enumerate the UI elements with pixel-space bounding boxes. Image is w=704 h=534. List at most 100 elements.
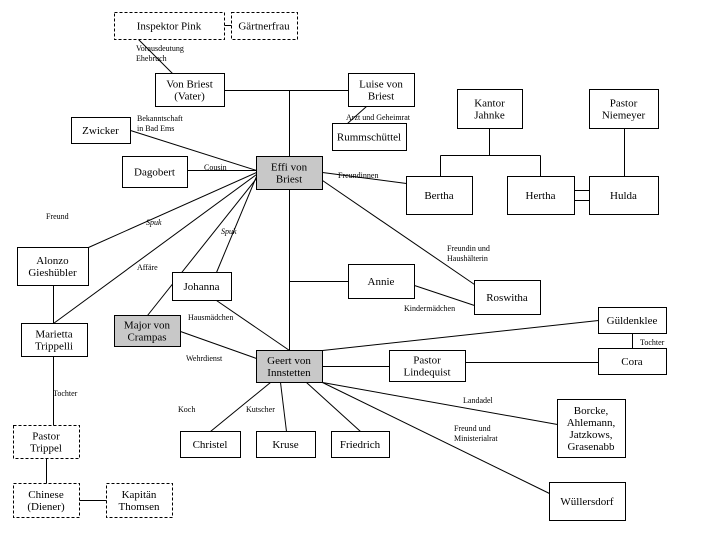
label-kindermaedchen: Kindermädchen <box>404 304 455 313</box>
node-box <box>71 117 131 144</box>
label-tochter-cora: Tochter <box>640 338 665 347</box>
node-box <box>557 399 626 458</box>
node-box <box>598 307 667 334</box>
relation-label: Wehrdienst <box>186 354 223 363</box>
label-kutscher: Kutscher <box>246 405 275 414</box>
node-box <box>155 73 225 107</box>
node-roswitha: Roswitha <box>474 280 541 315</box>
label-wehrdienst: Wehrdienst <box>186 354 223 363</box>
node-box <box>256 431 316 458</box>
relation-label: Freund und <box>454 424 491 433</box>
node-label: Pastor <box>413 355 441 367</box>
node-zwicker: Zwicker <box>71 117 131 144</box>
node-hulda: Hulda <box>589 176 659 215</box>
relation-label: Arzt und Geheimrat <box>346 113 411 122</box>
node-box <box>598 348 667 375</box>
node-cora: Cora <box>598 348 667 375</box>
connection-line <box>322 382 550 494</box>
node-label: Trippel <box>30 443 62 455</box>
node-label: Borcke, <box>574 405 609 417</box>
node-box <box>17 247 89 286</box>
node-box <box>106 483 173 518</box>
connection-line <box>88 172 257 248</box>
node-box <box>331 431 390 458</box>
connection-line <box>53 174 257 324</box>
connection-line <box>306 382 361 432</box>
connection-line <box>180 331 257 359</box>
node-label: Johanna <box>183 281 219 293</box>
node-label: Luise von <box>359 79 403 91</box>
node-box <box>348 73 415 107</box>
node-label: Briest <box>368 91 394 103</box>
connection-line <box>414 285 475 306</box>
relation-label: Ministerialrat <box>454 434 498 443</box>
connection-line <box>130 130 257 171</box>
connection-line <box>147 178 257 316</box>
relation-label: Hausmädchen <box>188 313 233 322</box>
node-label: Geert von <box>267 355 311 367</box>
node-label: Grasenabb <box>567 441 615 453</box>
node-wuellersdorf: Wüllersdorf <box>549 482 626 521</box>
relation-label: Freundin und <box>447 244 490 253</box>
label-tochter-marietta: Tochter <box>53 389 78 398</box>
node-dagobert: Dagobert <box>122 156 188 188</box>
node-box <box>332 123 407 151</box>
connection-line <box>347 106 367 124</box>
node-label: Cora <box>621 356 643 368</box>
label-hausmaedchen: Hausmädchen <box>188 313 233 322</box>
node-annie: Annie <box>348 264 415 299</box>
node-box <box>114 12 225 40</box>
node-label: Kapitän <box>122 489 157 501</box>
node-label: Dagobert <box>134 167 175 179</box>
node-label: Niemeyer <box>602 110 646 122</box>
node-label: Marietta <box>35 329 72 341</box>
node-label: Alonzo <box>36 255 69 267</box>
relation-label: in Bad Ems <box>137 124 174 133</box>
node-label: Roswitha <box>486 292 528 304</box>
node-box <box>256 350 323 383</box>
relation-label: Kindermädchen <box>404 304 455 313</box>
node-box <box>348 264 415 299</box>
relation-label: Freundinnen <box>338 171 378 180</box>
node-chinese-diener: Chinese(Diener) <box>13 483 80 518</box>
node-label: Hertha <box>526 190 556 202</box>
node-label: Gieshübler <box>28 267 77 279</box>
relation-label: Vorausdeutung <box>136 44 184 53</box>
node-box <box>389 350 466 382</box>
label-freund: Freund <box>46 212 69 221</box>
node-label: Ahlemann, <box>567 417 616 429</box>
node-box <box>589 176 659 215</box>
connection-line <box>322 320 599 351</box>
node-label: Pastor <box>32 431 60 443</box>
node-box <box>13 425 80 459</box>
node-label: Gärtnerfrau <box>238 21 290 33</box>
label-spuk-right: Spuk <box>221 227 237 236</box>
node-bertha: Bertha <box>406 176 473 215</box>
node-box <box>474 280 541 315</box>
node-box <box>549 482 626 521</box>
node-box <box>172 272 232 301</box>
node-label: Kantor <box>474 98 505 110</box>
relation-label: Cousin <box>204 163 227 172</box>
node-box <box>231 12 298 40</box>
node-label: Wüllersdorf <box>560 496 613 508</box>
relation-label: Affäre <box>137 263 158 272</box>
node-rummschuettel: Rummschüttel <box>332 123 407 151</box>
node-label: (Vater) <box>174 91 205 103</box>
node-label: Zwicker <box>82 125 119 137</box>
node-label: Inspektor Pink <box>137 21 202 33</box>
relation-label: Kutscher <box>246 405 275 414</box>
connection-line <box>210 382 271 432</box>
connection-line <box>216 300 290 351</box>
node-label: Chinese <box>28 489 64 501</box>
node-box <box>122 156 188 188</box>
node-box <box>180 431 241 458</box>
node-label: Innstetten <box>267 367 311 379</box>
